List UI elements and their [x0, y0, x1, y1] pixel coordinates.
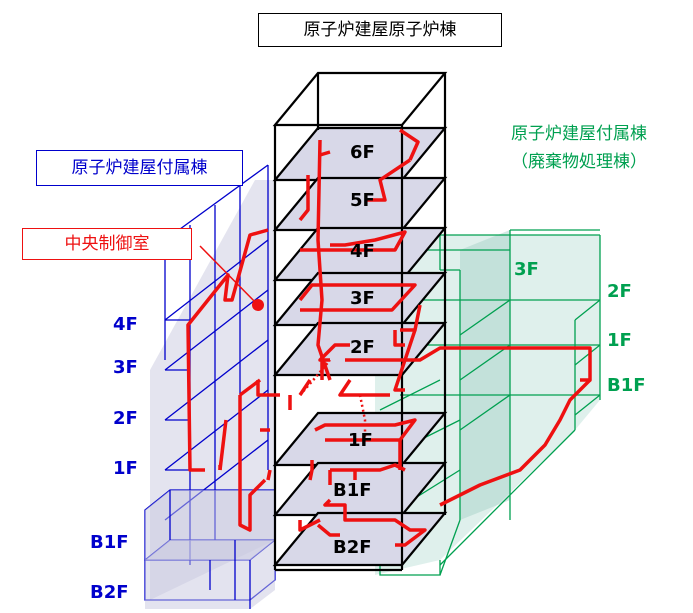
left-floor-label: B2F	[90, 582, 129, 603]
right-annex-title: 原子炉建屋付属棟 （廃棄物処理棟）	[474, 120, 684, 176]
left-floor-labels: 4F 3F 2F 1F B1F B2F	[90, 314, 138, 603]
main-floor-label: 4F	[350, 241, 375, 262]
main-floor-labels: 6F 5F 4F 3F 2F 1F B1F B2F	[333, 142, 375, 558]
right-floor-label: 3F	[514, 259, 539, 280]
right-floor-label: 1F	[607, 330, 632, 351]
main-floor-label: 3F	[350, 288, 375, 309]
route-dotted-lines	[299, 359, 367, 440]
right-floor-label: B1F	[607, 375, 646, 396]
main-floor-label: 2F	[350, 337, 375, 358]
main-floor-label: B1F	[333, 480, 372, 501]
route-lines	[186, 128, 592, 547]
control-room-leader	[199, 245, 259, 306]
control-room-label: 中央制御室	[22, 228, 192, 260]
main-floor-label: 1F	[348, 430, 373, 451]
main-building-title: 原子炉建屋原子炉棟	[258, 13, 502, 47]
main-floor-label: 5F	[350, 190, 375, 211]
left-floor-label: 1F	[113, 458, 138, 479]
left-annex	[144, 164, 276, 609]
main-floor-label: B2F	[333, 537, 372, 558]
main-floor-label: 6F	[350, 142, 375, 163]
control-room-marker	[252, 299, 264, 311]
right-annex-title-line2: （廃棄物処理棟）	[511, 152, 647, 172]
right-floor-labels: 3F 2F 1F B1F	[514, 259, 646, 396]
left-floor-label: 4F	[113, 314, 138, 335]
left-floor-label: B1F	[90, 532, 129, 553]
left-floor-label: 3F	[113, 357, 138, 378]
right-floor-label: 2F	[607, 281, 632, 302]
left-floor-label: 2F	[113, 408, 138, 429]
right-annex-title-line1: 原子炉建屋付属棟	[511, 124, 647, 144]
left-annex-title: 原子炉建屋付属棟	[36, 150, 243, 186]
